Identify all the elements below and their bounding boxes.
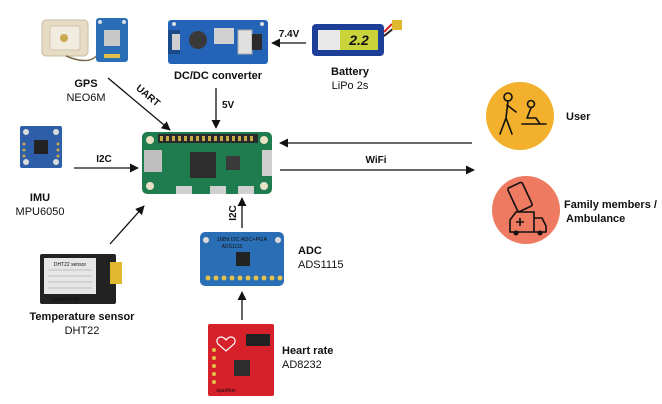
dht22-brand: keyestudio: [52, 297, 81, 303]
temp-title: Temperature sensor: [30, 311, 136, 323]
wifi-label: WiFi: [365, 155, 386, 166]
adc-model: ADS1115: [298, 259, 343, 271]
gps-title: GPS: [74, 78, 97, 90]
gps-module: [41, 18, 128, 62]
imu-board: [20, 126, 62, 168]
heart-model: AD8232: [282, 359, 322, 371]
battery-pack-label: 2.2: [348, 32, 369, 48]
adc-i2c-label: I2C: [228, 205, 239, 221]
adc-title: ADC: [298, 245, 322, 257]
battery-dcdc-label: 7.4V: [279, 29, 300, 40]
family-title-line2: Ambulance: [566, 213, 625, 225]
gps-model: NEO6M: [66, 92, 105, 104]
heart-title: Heart rate: [282, 345, 333, 357]
adc-board-line2: ADS1115: [222, 244, 243, 250]
imu-model: MPU6050: [16, 206, 65, 218]
temp-to-pi-arrow: [109, 205, 145, 245]
caregiver-and-patient-icon: [486, 82, 554, 150]
family-title-line1: Family members /: [564, 199, 657, 211]
arrows: [74, 38, 475, 320]
dht22-board-label: DHT22 sensor: [54, 262, 87, 268]
dcdc-converter-board: [168, 20, 268, 64]
imu-title: IMU: [30, 192, 50, 204]
battery-title: Battery: [331, 66, 370, 78]
battery-pack: 2.2: [312, 20, 402, 56]
raspberry-pi-board: [142, 132, 272, 194]
battery-model: LiPo 2s: [332, 80, 369, 92]
dht22-sensor-board: DHT22 sensor keyestudio: [40, 254, 122, 304]
adc-board-line1: 16Bit I2C ADC+PGA: [217, 237, 268, 243]
gps-uart-arrow: [107, 77, 171, 131]
adc-board: 16Bit I2C ADC+PGA ADS1115: [200, 232, 284, 286]
ad8232-brand: sparkfun: [216, 388, 235, 394]
dcdc-5v-label: 5V: [222, 100, 235, 111]
phone-and-ambulance-icon: [492, 176, 560, 244]
imu-i2c-label: I2C: [96, 154, 112, 165]
ad8232-board: sparkfun: [208, 324, 274, 396]
gps-uart-label: UART: [133, 83, 161, 109]
dcdc-title: DC/DC converter: [174, 70, 263, 82]
temp-model: DHT22: [65, 325, 100, 337]
user-title: User: [566, 111, 591, 123]
